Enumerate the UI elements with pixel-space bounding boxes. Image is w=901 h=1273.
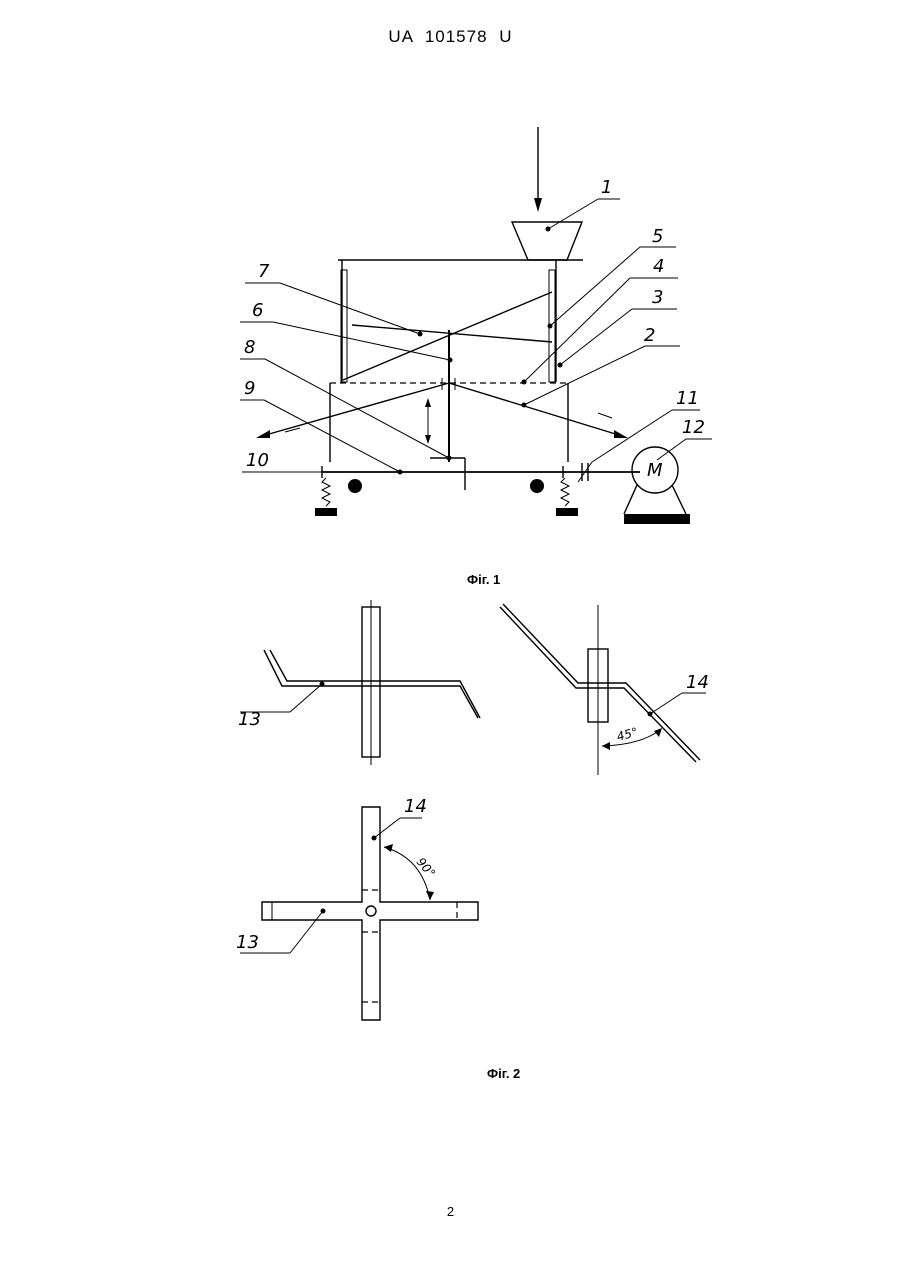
motor-symbol: M (647, 460, 663, 481)
label-12: 12 (682, 417, 705, 438)
label-7: 7 (258, 261, 270, 282)
label-3: 3 (652, 287, 663, 308)
label-10: 10 (246, 450, 269, 471)
figure-2-drawing (240, 600, 706, 1020)
label-14-top: 14 (404, 796, 427, 817)
label-8: 8 (244, 337, 255, 358)
label-13-side: 13 (238, 709, 261, 730)
label-11: 11 (676, 388, 699, 409)
page-number: 2 (0, 1204, 901, 1219)
label-5: 5 (652, 226, 663, 247)
label-4: 4 (653, 256, 664, 277)
label-6: 6 (252, 300, 263, 321)
label-9: 9 (244, 378, 255, 399)
angle-90-label: 90° (414, 855, 438, 880)
label-14-side: 14 (686, 672, 709, 693)
label-13-top: 13 (236, 932, 259, 953)
figure-1-drawing (240, 127, 712, 524)
figure-1-caption: Фіг. 1 (467, 572, 500, 587)
label-2: 2 (644, 325, 655, 346)
label-1: 1 (601, 177, 612, 198)
figure-2-caption: Фіг. 2 (487, 1066, 520, 1081)
